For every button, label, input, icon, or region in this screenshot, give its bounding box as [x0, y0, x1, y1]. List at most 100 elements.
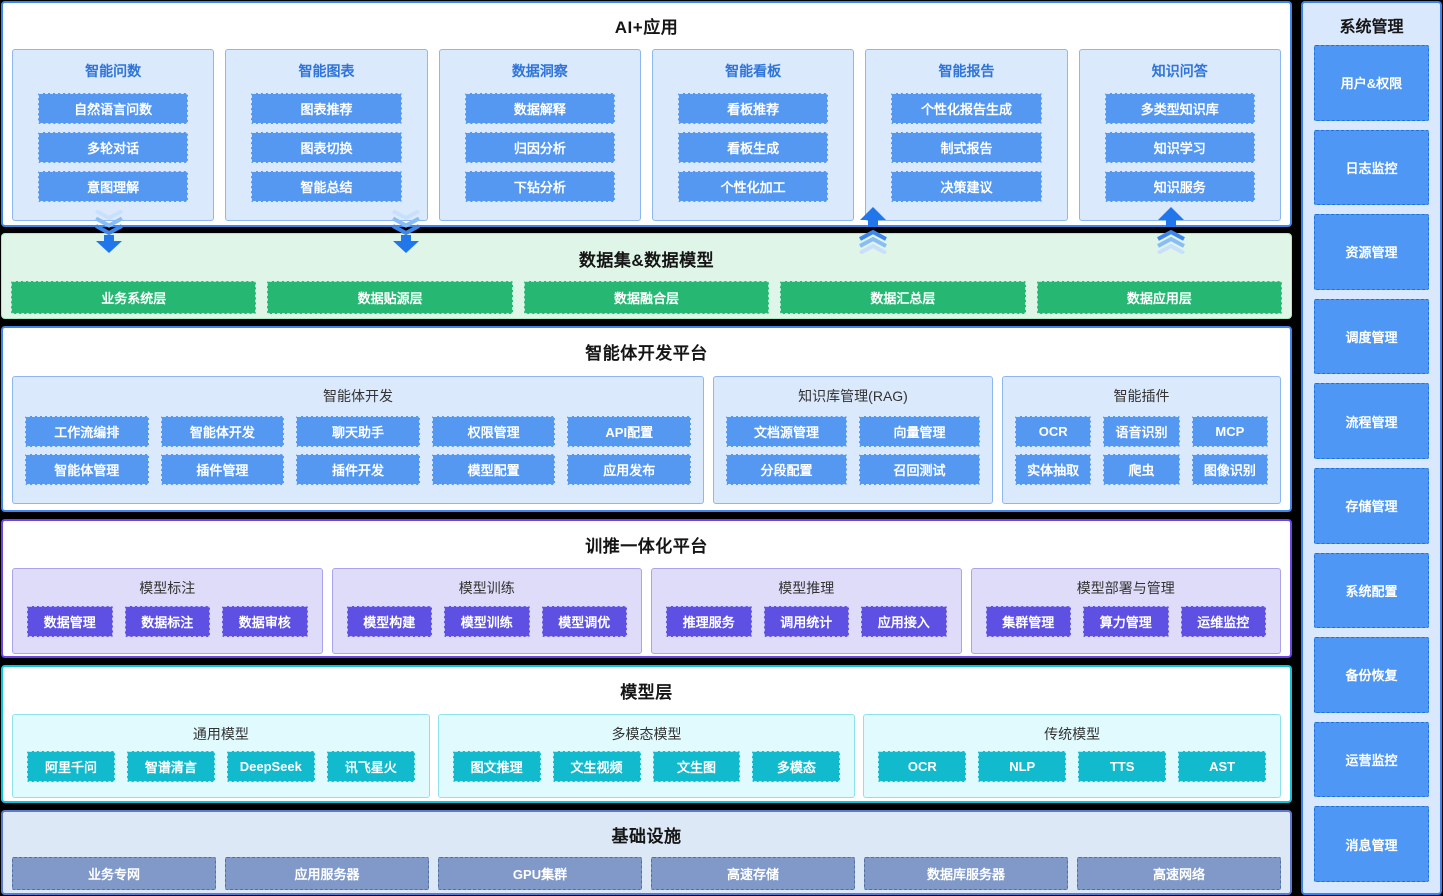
model-pill: OCR [878, 751, 967, 782]
ai-feature-pill: 图表切换 [251, 132, 402, 163]
model-pill: NLP [978, 751, 1067, 782]
section-training-title: 训推一体化平台 [585, 537, 708, 556]
training-feature-pill: 数据管理 [27, 606, 113, 637]
model-pill: AST [1178, 751, 1267, 782]
model-group: 多模态模型图文推理文生视频文生图多模态 [437, 714, 856, 798]
agent-group-rows: 文档源管理向量管理分段配置召回测试 [714, 406, 992, 503]
model-pill: 文生图 [652, 751, 741, 782]
ai-column: 智能报告个性化报告生成制式报告决策建议 [865, 49, 1068, 221]
sidebar-item-pill: 资源管理 [1314, 214, 1429, 290]
training-feature-pill: 模型构建 [346, 606, 432, 637]
training-feature-pill: 数据标注 [124, 606, 210, 637]
ai-column-title: 数据洞察 [511, 63, 568, 79]
agent-feature-pill: OCR [1015, 415, 1092, 447]
model-pill: 智谱清言 [126, 751, 215, 782]
data-layer-pill: 数据汇总层 [780, 281, 1026, 314]
agent-feature-pill: 工作流编排 [25, 415, 149, 447]
sidebar-item-pill: 存储管理 [1314, 467, 1429, 544]
ai-column-items: 自然语言问数多轮对话意图理解 [13, 81, 213, 220]
training-group-rows: 模型构建模型训练模型调优 [333, 598, 642, 653]
training-feature-pill: 算力管理 [1083, 606, 1169, 637]
ai-feature-pill: 多类型知识库 [1104, 93, 1255, 124]
data-layer-items: 业务系统层数据贴源层数据融合层数据汇总层数据应用层 [2, 271, 1291, 314]
data-layer-pill: 数据贴源层 [267, 281, 513, 314]
training-group: 模型标注数据管理数据标注数据审核 [12, 568, 323, 654]
model-group-rows: OCR NLP TTS AST [864, 744, 1280, 797]
model-pill: 讯飞星火 [326, 751, 415, 782]
section-training-platform: 训推一体化平台 模型标注数据管理数据标注数据审核模型训练模型构建模型训练模型调优… [1, 519, 1292, 658]
flow-arrow-up-icon [859, 207, 887, 254]
training-group-title: 模型推理 [778, 580, 835, 596]
training-feature-pill: 模型训练 [444, 606, 530, 637]
section-ai-title: AI+应用 [614, 18, 679, 37]
ai-column-title: 智能问数 [85, 63, 142, 79]
agent-feature-pill: 文档源管理 [726, 415, 848, 447]
flow-arrow-down-icon [392, 210, 420, 253]
data-layer-pill: 数据融合层 [523, 281, 770, 314]
ai-feature-pill: 数据解释 [464, 93, 615, 124]
ai-column-title: 智能看板 [725, 63, 782, 79]
sidebar-system-management: 系统管理 用户&权限日志监控资源管理调度管理流程管理存储管理系统配置备份恢复运营… [1301, 1, 1442, 895]
ai-column: 智能看板看板推荐看板生成个性化加工 [651, 49, 855, 221]
agent-feature-pill: 智能体开发 [160, 415, 285, 447]
agent-feature-pill: API配置 [567, 415, 692, 447]
ai-column-title: 智能图表 [298, 63, 355, 79]
agent-feature-pill: 图像识别 [1191, 454, 1268, 486]
ai-column-title: 知识问答 [1151, 63, 1208, 79]
training-group: 模型推理推理服务调用统计应用接入 [651, 568, 962, 654]
training-feature-pill: 调用统计 [763, 606, 849, 637]
agent-group-title: 智能体开发 [323, 388, 393, 404]
sidebar-item-pill: 用户&权限 [1314, 45, 1429, 121]
training-feature-pill: 集群管理 [985, 606, 1071, 637]
training-feature-pill: 推理服务 [666, 606, 752, 637]
ai-feature-pill: 知识学习 [1104, 132, 1255, 163]
training-group-row: 集群管理算力管理运维监控 [985, 606, 1266, 637]
ai-column-items: 图表推荐图表切换智能总结 [226, 81, 426, 220]
training-group-rows: 推理服务调用统计应用接入 [652, 598, 961, 653]
agent-feature-pill: 模型配置 [431, 454, 556, 486]
training-groups: 模型标注数据管理数据标注数据审核模型训练模型构建模型训练模型调优模型推理推理服务… [3, 557, 1290, 654]
ai-feature-pill: 知识服务 [1104, 171, 1255, 202]
section-model-title: 模型层 [620, 683, 673, 702]
sidebar-item-pill: 日志监控 [1314, 129, 1429, 206]
agent-feature-pill: 向量管理 [859, 415, 981, 447]
ai-feature-pill: 图表推荐 [251, 93, 402, 124]
model-group-rows: 图文推理文生视频文生图多模态 [439, 744, 855, 797]
ai-feature-pill: 制式报告 [891, 132, 1042, 163]
model-group-title: 通用模型 [192, 726, 249, 742]
training-group-row: 推理服务调用统计应用接入 [666, 606, 947, 637]
agent-group-row: 文档源管理向量管理 [726, 415, 981, 447]
section-data-layers: 数据集&数据模型 业务系统层数据贴源层数据融合层数据汇总层数据应用层 [1, 233, 1292, 319]
model-group-row: 图文推理文生视频文生图多模态 [452, 751, 841, 782]
training-group-title: 模型训练 [458, 580, 515, 596]
infrastructure-pill: 应用服务器 [225, 857, 429, 890]
infrastructure-pill: 高速存储 [651, 857, 855, 890]
infrastructure-pill: GPU集群 [438, 857, 642, 890]
ai-feature-pill: 多轮对话 [38, 132, 189, 163]
training-feature-pill: 运维监控 [1180, 606, 1266, 637]
sidebar-item-pill: 调度管理 [1314, 298, 1429, 375]
sidebar-item-pill: 运营监控 [1314, 721, 1429, 798]
agent-feature-pill: 分段配置 [726, 454, 848, 486]
ai-column: 知识问答多类型知识库知识学习知识服务 [1078, 49, 1281, 221]
model-group-title: 多模态模型 [611, 726, 682, 742]
ai-column-items: 多类型知识库知识学习知识服务 [1080, 81, 1280, 220]
ai-feature-pill: 个性化加工 [677, 171, 829, 202]
ai-feature-pill: 自然语言问数 [38, 93, 189, 124]
model-pill: TTS [1078, 751, 1167, 782]
agent-feature-pill: 召回测试 [859, 454, 981, 486]
